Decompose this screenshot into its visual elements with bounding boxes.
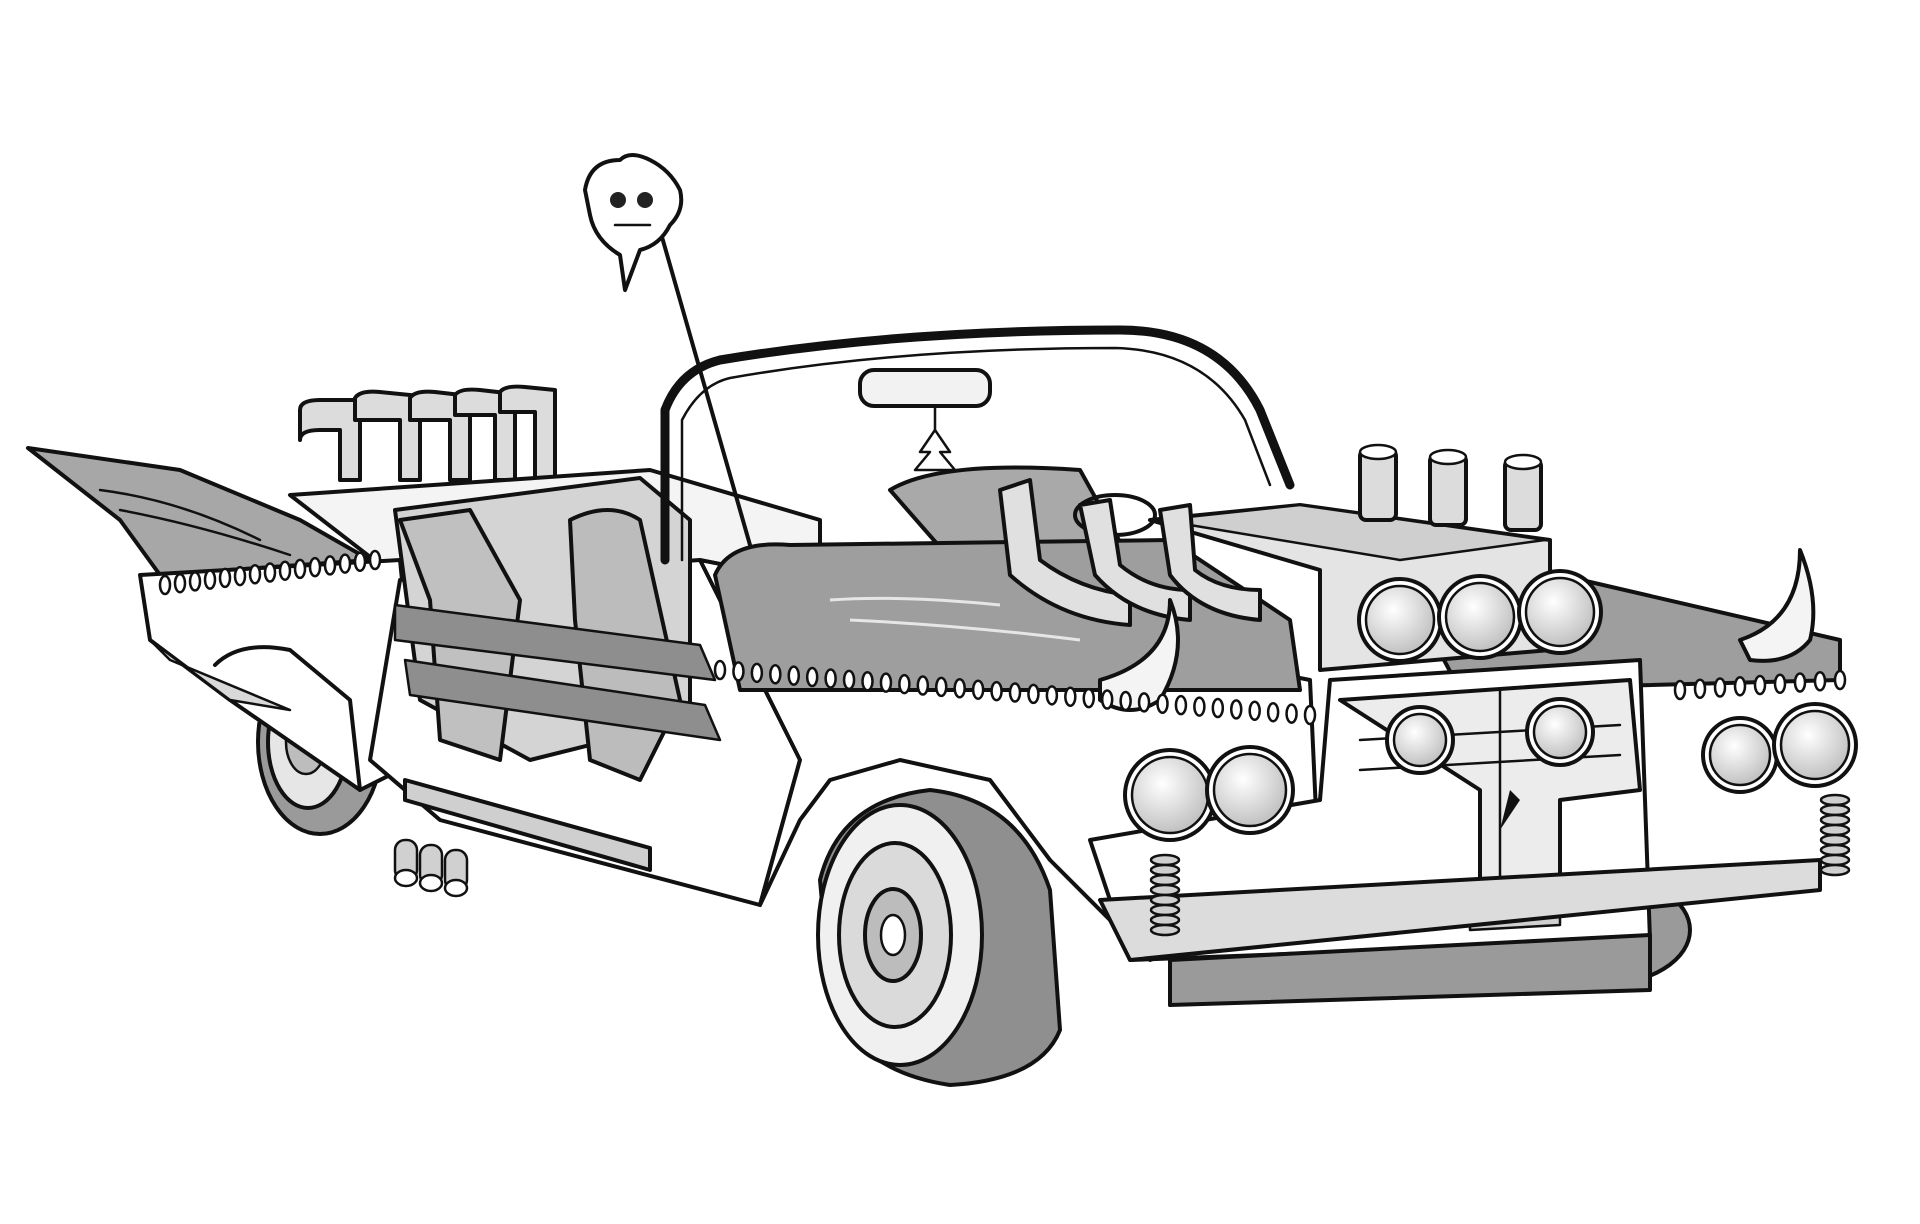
spring-coil — [1819, 853, 1851, 867]
headlight-lens — [1130, 755, 1210, 835]
spike-stud — [1137, 692, 1151, 713]
spike-stud — [1008, 682, 1022, 703]
spike-stud — [713, 659, 727, 681]
spike-stud — [368, 549, 382, 571]
spike-stud — [1753, 674, 1767, 696]
spring-coil — [1819, 823, 1851, 837]
spike-stud — [1733, 676, 1747, 697]
spike-stud — [353, 551, 367, 573]
spike-stud — [248, 564, 262, 585]
headlight-lens — [1779, 709, 1851, 781]
spike-stud — [990, 680, 1003, 702]
side-exhaust-pipes — [393, 838, 469, 898]
headlight-lens — [1444, 581, 1516, 653]
spike-stud — [308, 556, 322, 578]
headlight-lens — [1532, 704, 1588, 760]
spike-stud — [218, 567, 232, 589]
spring-coil — [1149, 913, 1181, 927]
spike-stud — [1064, 686, 1077, 707]
front-coil-springs — [1149, 793, 1851, 937]
spike-stud — [824, 668, 837, 689]
spring-coil — [1149, 873, 1181, 887]
spring-coil — [1149, 883, 1181, 897]
spike-stud — [278, 560, 292, 581]
spike-stud — [188, 571, 202, 592]
headlight-lens — [1524, 576, 1596, 648]
headlight-lens — [1708, 723, 1772, 787]
hood — [713, 538, 1842, 692]
spike-stud — [898, 673, 911, 695]
headlight-lens — [1212, 752, 1288, 828]
spike-stud — [1303, 704, 1317, 726]
spike-stud — [916, 675, 930, 696]
spike-stud — [338, 553, 352, 574]
spike-stud — [1713, 677, 1727, 698]
spike-stud — [805, 666, 819, 688]
spike-stud — [732, 661, 745, 682]
spike-stud — [1211, 697, 1225, 719]
spike-stud — [787, 665, 800, 686]
spring-coil — [1149, 863, 1181, 877]
spike-stud — [879, 672, 893, 693]
spike-stud — [750, 662, 764, 684]
spike-stud — [158, 574, 172, 596]
headlight-lens — [1392, 712, 1448, 768]
spike-stud — [1793, 672, 1807, 693]
spike-stud — [1100, 689, 1114, 710]
spring-coil — [1819, 813, 1851, 827]
spike-trim — [158, 549, 1847, 726]
spike-stud — [1813, 671, 1827, 692]
spike-stud — [1045, 685, 1059, 706]
spike-stud — [1248, 700, 1261, 722]
headlight-lens — [1364, 584, 1436, 656]
spike-stud — [1082, 687, 1095, 709]
tail-fin — [26, 446, 372, 577]
spike-stud — [1673, 679, 1687, 701]
front-left-wheel — [816, 788, 1062, 1087]
spike-stud — [293, 558, 307, 580]
spring-coil — [1149, 853, 1181, 867]
hood-horns — [1098, 548, 1816, 712]
spike-stud — [1119, 690, 1132, 712]
rear-exhaust-stacks — [298, 384, 557, 482]
spike-stud — [842, 669, 856, 691]
spike-stud — [935, 676, 948, 698]
spike-stud — [1285, 703, 1298, 724]
spring-coil — [1149, 923, 1181, 937]
spike-stud — [1693, 678, 1707, 699]
spring-coil — [1819, 803, 1851, 817]
spike-stud — [1833, 669, 1847, 691]
spike-stud — [1156, 693, 1169, 714]
headlights — [1123, 569, 1858, 842]
spike-stud — [173, 572, 187, 594]
spike-stud — [1266, 701, 1280, 723]
spike-stud — [1027, 683, 1040, 705]
spike-stud — [861, 671, 874, 692]
spring-coil — [1149, 893, 1181, 907]
spike-stud — [971, 679, 985, 700]
spike-stud — [203, 569, 217, 590]
hood-exhaust-pipes — [998, 478, 1262, 627]
spike-stud — [1230, 699, 1243, 720]
spring-coil — [1819, 863, 1851, 877]
spike-stud — [769, 663, 782, 685]
spike-stud — [323, 555, 337, 576]
front-bumper — [1098, 858, 1822, 1007]
spring-coil — [1819, 843, 1851, 857]
spring-coil — [1819, 833, 1851, 847]
spike-stud — [1773, 673, 1787, 694]
spike-stud — [1193, 696, 1206, 717]
spike-stud — [233, 565, 247, 587]
spike-stud — [1174, 694, 1188, 716]
spring-coil — [1149, 903, 1181, 917]
spring-coil — [1819, 793, 1851, 807]
spike-stud — [263, 562, 277, 583]
spike-stud — [953, 678, 966, 699]
